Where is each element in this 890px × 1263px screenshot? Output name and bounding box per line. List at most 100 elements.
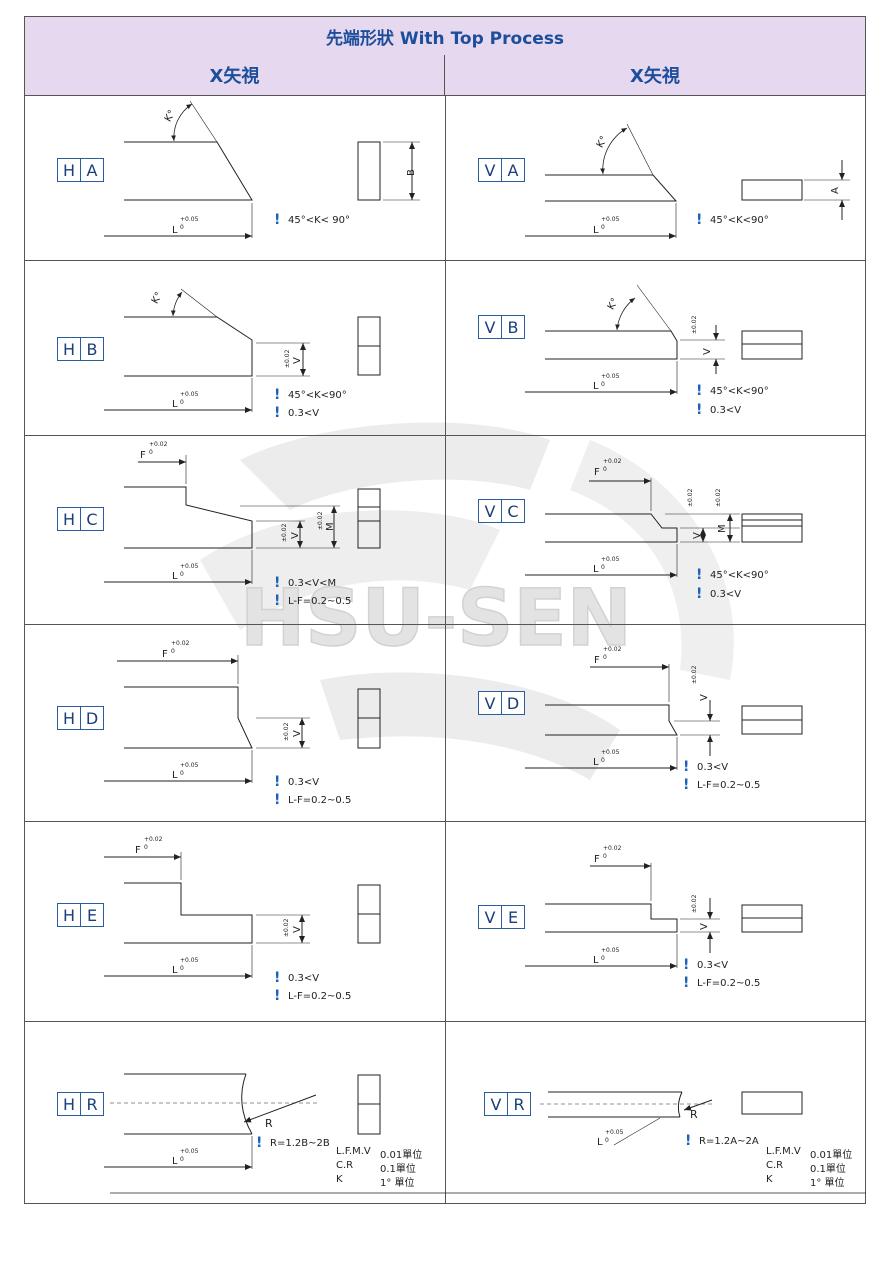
drawing-hd [104,655,381,784]
svg-text:R: R [265,1117,273,1130]
svg-text:M: M [717,524,728,533]
svg-text:0: 0 [180,571,184,578]
svg-text:0: 0 [603,466,607,473]
svg-text:+0.05: +0.05 [601,556,620,563]
svg-text:L: L [597,1137,603,1148]
svg-text:F: F [162,649,168,660]
row-divider [25,624,865,625]
exclamation-icon: ! [683,957,690,973]
row-divider [25,435,865,436]
note: !L-F=0.2~0.5 [274,988,352,1004]
drawing-hr [104,1073,445,1194]
page-title: 先端形狀 With Top Process [25,17,865,56]
code-letter: A [86,160,98,180]
svg-text:V: V [290,532,301,539]
svg-text:F: F [594,467,600,478]
note: !45°<K< 90° [274,212,350,228]
note: !L-F=0.2~0.5 [683,777,761,793]
code-letter: H [58,338,81,360]
svg-text:L: L [593,225,599,236]
process-sheet: 先端形狀 With Top Process X矢視 X矢視 [24,16,866,1204]
code-letter: V [485,1093,508,1115]
svg-text:0: 0 [144,844,148,851]
svg-text:F: F [135,845,141,856]
note: !45°<K<90° [696,567,769,583]
svg-text:+0.05: +0.05 [180,957,199,964]
column-header-right: X矢視 [445,55,865,96]
svg-text:0: 0 [171,648,175,655]
svg-text:±0.02: ±0.02 [715,488,722,507]
svg-text:L: L [593,955,599,966]
code-letter: R [86,1094,98,1114]
svg-text:K°: K° [150,290,165,306]
svg-text:0: 0 [601,564,605,571]
svg-text:+0.02: +0.02 [171,640,190,647]
svg-text:+0.05: +0.05 [605,1129,624,1136]
note: !0.3<V<M [274,575,337,591]
exclamation-icon: ! [696,567,703,583]
svg-text:±0.02: ±0.02 [283,918,290,937]
note: !L-F=0.2~0.5 [683,975,761,991]
code-letter: V [479,906,502,928]
note: !R=1.2B~2B [256,1135,330,1151]
note: !L-F=0.2~0.5 [274,792,352,808]
exclamation-icon: ! [696,402,703,418]
code-letter: B [86,339,98,359]
code-letter: D [85,708,99,728]
exclamation-icon: ! [274,575,281,591]
svg-text:F: F [594,655,600,666]
svg-text:L: L [172,571,178,582]
code-letter: B [507,317,519,337]
svg-text:±0.02: ±0.02 [284,349,291,368]
exclamation-icon: ! [696,212,703,228]
svg-text:+0.02: +0.02 [603,845,622,852]
column-divider [445,96,446,1204]
svg-text:±0.02: ±0.02 [283,722,290,741]
svg-text:L: L [172,770,178,781]
row-divider [25,260,865,261]
svg-text:+0.05: +0.05 [180,762,199,769]
note: !0.3<V [696,586,742,602]
drawing-vr [445,1091,866,1194]
exclamation-icon: ! [274,593,281,609]
svg-text:0: 0 [180,770,184,777]
svg-text:+0.05: +0.05 [180,391,199,398]
code-letter: V [479,316,502,338]
note: !0.3<V [696,402,742,418]
svg-text:0: 0 [149,449,153,456]
svg-text:0: 0 [601,955,605,962]
svg-text:+0.05: +0.05 [180,216,199,223]
drawing-ve [525,863,803,969]
note: !0.3<V [683,759,729,775]
svg-text:0: 0 [601,224,605,231]
note: !45°<K<90° [696,383,769,399]
svg-text:0: 0 [603,654,607,661]
svg-text:0: 0 [180,399,184,406]
svg-text:V: V [699,694,710,701]
svg-text:V: V [699,923,710,930]
code-letter: H [58,904,81,926]
code-letter: H [58,1093,81,1115]
svg-text:±0.02: ±0.02 [281,523,288,542]
svg-text:±0.02: ±0.02 [691,315,698,334]
svg-text:±0.02: ±0.02 [691,894,698,913]
svg-text:+0.05: +0.05 [180,1148,199,1155]
code-letter: C [86,509,98,529]
svg-text:L: L [172,399,178,410]
code-letter: H [58,508,81,530]
svg-text:0: 0 [603,853,607,860]
exclamation-icon: ! [274,387,281,403]
row-divider [25,1021,865,1022]
code-letter: V [479,692,502,714]
